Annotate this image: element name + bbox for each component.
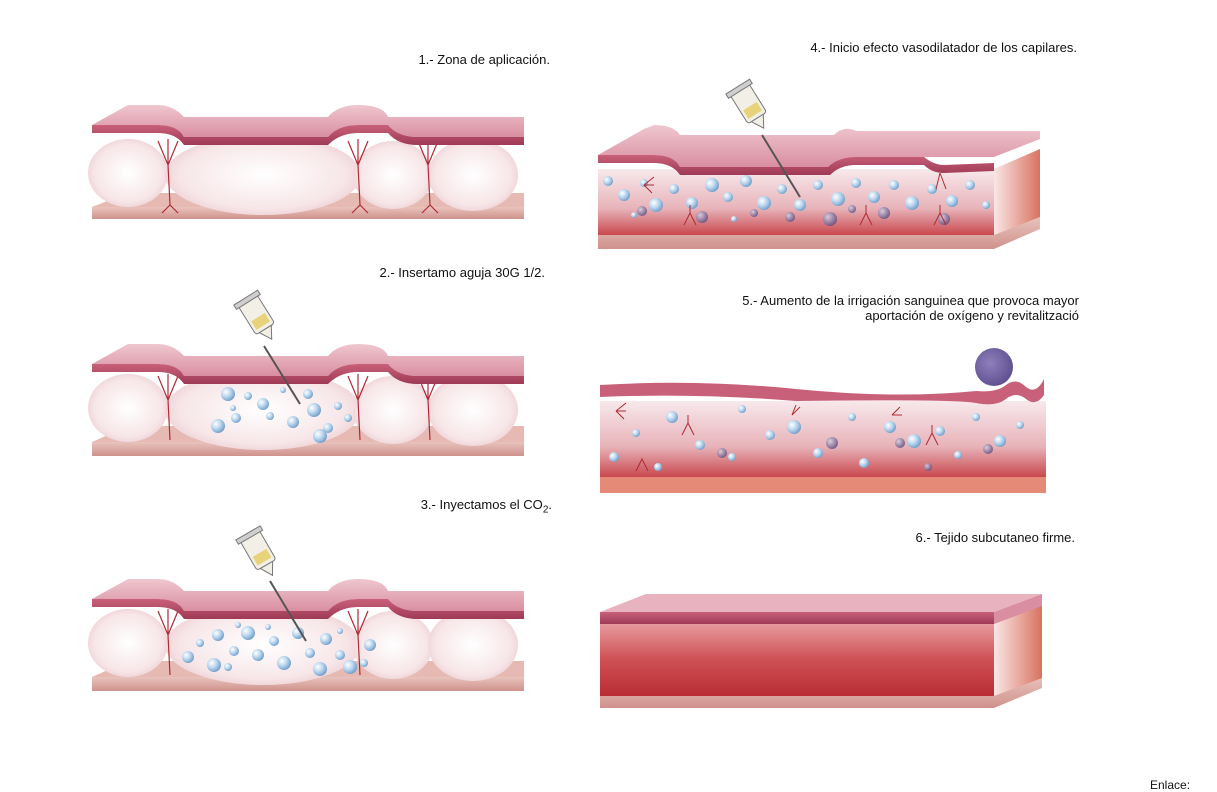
step-2-caption: 2.- Insertamo aguja 30G 1/2. [379, 265, 546, 280]
syringe-icon [725, 78, 767, 130]
panel-6-firm-tissue [600, 594, 1042, 708]
step-6-caption: 6.- Tejido subcutaneo firme. [915, 530, 1075, 545]
co2-bubbles [211, 387, 352, 443]
needle [263, 345, 301, 405]
panel-4-vasodilation [598, 78, 1040, 249]
step-3-caption: 3.- Inyectamos el CO2. [420, 497, 552, 516]
step-4-caption: 4.- Inicio efecto vasodilatador de los c… [810, 40, 1077, 55]
panel-2-needle-insertion [88, 289, 524, 456]
fibrous-septa [157, 139, 439, 214]
panel-3-co2-injection [88, 525, 524, 691]
step-1-caption: 1.- Zona de aplicación. [418, 52, 550, 67]
panel-5-increased-irrigation [600, 348, 1046, 493]
syringe-icon [235, 525, 276, 577]
syringe-icon [233, 289, 275, 341]
footer-link-label: Enlace: [1150, 778, 1191, 792]
step-5-caption: 5.- Aumento de la irrigación sanguinea q… [742, 293, 1079, 323]
skin-bump [975, 348, 1013, 386]
panel-1-application-zone [88, 105, 524, 219]
